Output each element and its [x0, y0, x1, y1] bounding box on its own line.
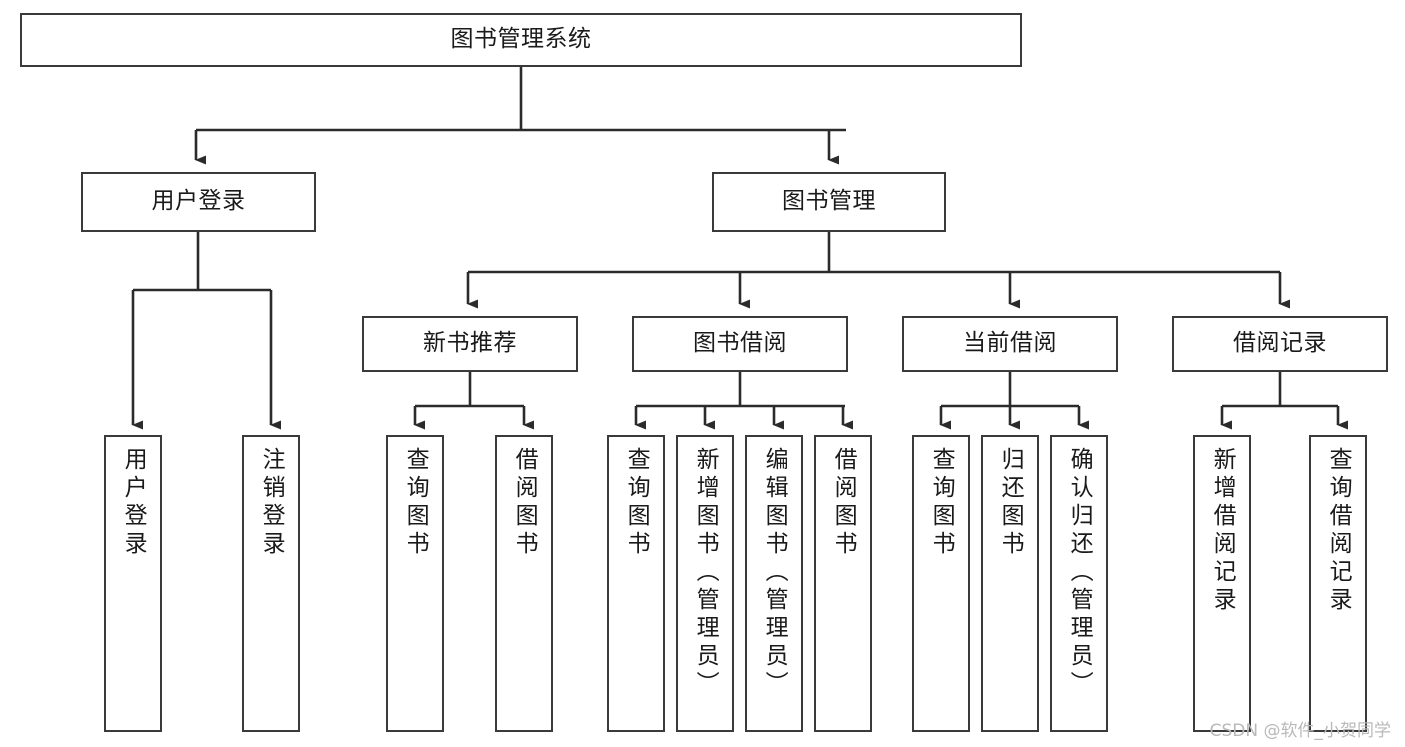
node-current-borrow[interactable]: 当前借阅 — [902, 316, 1118, 372]
node-label: 注销登录 — [258, 447, 285, 559]
node-label: 借阅图书 — [511, 447, 538, 559]
node-label: 确认归还（管理员） — [1066, 447, 1093, 699]
node-label: 查询借阅记录 — [1325, 447, 1352, 615]
watermark-text: CSDN @软件_小贺同学 — [1209, 721, 1391, 741]
leaf-user-login-logout[interactable]: 注销登录 — [242, 435, 300, 732]
node-label: 查询图书 — [402, 447, 429, 559]
leaf-book-borrow-add-book-admin[interactable]: 新增图书（管理员） — [676, 435, 734, 732]
node-book-management[interactable]: 图书管理 — [712, 172, 946, 232]
leaf-book-borrow-borrow-book[interactable]: 借阅图书 — [814, 435, 872, 732]
node-label: 归还图书 — [997, 447, 1024, 559]
node-label: 当前借阅 — [963, 330, 1057, 357]
leaf-borrow-record-query-record[interactable]: 查询借阅记录 — [1309, 435, 1367, 732]
node-book-borrow[interactable]: 图书借阅 — [632, 316, 848, 372]
node-label: 编辑图书（管理员） — [761, 447, 788, 699]
node-label: 新增图书（管理员） — [692, 447, 719, 699]
leaf-new-book-borrow-book[interactable]: 借阅图书 — [495, 435, 553, 732]
node-label: 借阅记录 — [1233, 330, 1327, 357]
leaf-current-borrow-confirm-return-admin[interactable]: 确认归还（管理员） — [1050, 435, 1108, 732]
node-label: 用户登录 — [120, 447, 147, 559]
leaf-new-book-query-book[interactable]: 查询图书 — [386, 435, 444, 732]
node-label: 用户登录 — [151, 188, 246, 215]
node-label: 查询图书 — [928, 447, 955, 559]
node-root-book-management-system[interactable]: 图书管理系统 — [20, 13, 1022, 67]
node-label: 图书管理 — [782, 188, 876, 215]
node-new-book-recommend[interactable]: 新书推荐 — [362, 316, 578, 372]
node-label: 新书推荐 — [423, 330, 517, 357]
leaf-book-borrow-edit-book-admin[interactable]: 编辑图书（管理员） — [745, 435, 803, 732]
leaf-book-borrow-query-book[interactable]: 查询图书 — [607, 435, 665, 732]
node-borrow-record[interactable]: 借阅记录 — [1172, 316, 1388, 372]
node-label: 借阅图书 — [830, 447, 857, 559]
node-label: 新增借阅记录 — [1209, 447, 1236, 615]
node-user-login[interactable]: 用户登录 — [81, 172, 316, 232]
leaf-current-borrow-query-book[interactable]: 查询图书 — [912, 435, 970, 732]
node-label: 查询图书 — [623, 447, 650, 559]
node-label: 图书管理系统 — [450, 26, 592, 53]
leaf-borrow-record-add-record[interactable]: 新增借阅记录 — [1193, 435, 1251, 732]
leaf-current-borrow-return-book[interactable]: 归还图书 — [981, 435, 1039, 732]
node-label: 图书借阅 — [693, 330, 787, 357]
leaf-user-login-do-login[interactable]: 用户登录 — [104, 435, 162, 732]
